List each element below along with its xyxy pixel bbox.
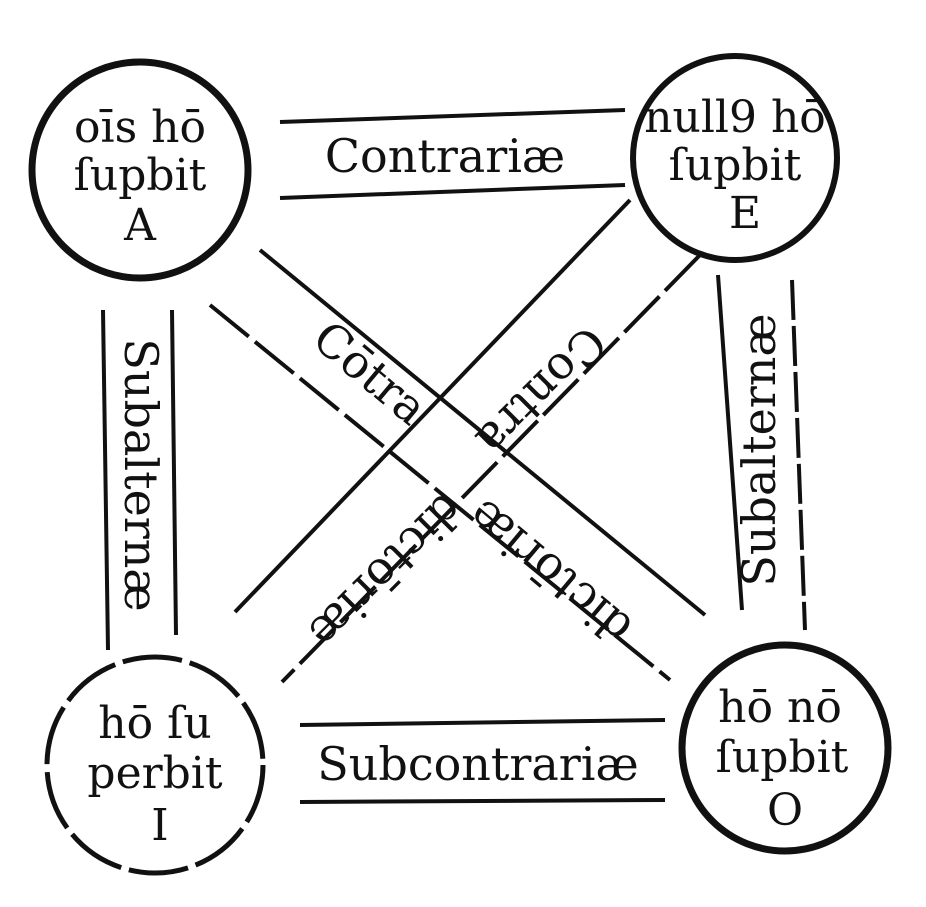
corner-e-line2: ſupbit [669, 140, 802, 191]
corner-a-line2: ſupbit [74, 150, 207, 201]
corner-e-line1: null9 hō [644, 92, 826, 143]
subcontrariae-label: Subcontrariæ [317, 737, 639, 791]
corner-a-text: oīs hō ſupbit A [74, 102, 207, 251]
subcontrariae-band: Subcontrariæ [299, 718, 666, 804]
corner-e-text: null9 hō ſupbit E [644, 92, 826, 239]
corner-i-circle [44, 654, 266, 876]
diag-a-o-label-1: Cōtra [303, 310, 438, 435]
corner-i-letter: I [151, 800, 168, 851]
diag-e-i-label-2: dictōriæ [298, 483, 475, 660]
corner-e-circle [630, 53, 840, 263]
corner-o-line1: hō nō [718, 682, 842, 733]
corner-o-line2: ſupbit [716, 732, 849, 783]
corner-a-circle [28, 58, 252, 282]
corner-e-letter: E [729, 188, 761, 239]
subalternae-left-label: Subalternæ [114, 338, 168, 611]
corner-o-circle [678, 641, 892, 855]
corner-a-line1: oīs hō [74, 102, 206, 153]
corner-i-line1: hō ſu [98, 698, 211, 749]
corner-o-text: hō nō ſupbit O [716, 682, 849, 836]
contrariae-label: Contrariæ [325, 129, 565, 183]
contradictoriae-diagonal-a-o: Cōtra dictōriæ [208, 248, 707, 682]
corner-a-letter: A [123, 200, 157, 251]
corner-o-letter: O [767, 785, 803, 836]
contrariae-band: Contrariæ [279, 108, 626, 200]
subalternae-right-band: Subalternæ [716, 274, 807, 631]
subalternae-right-label: Subalternæ [732, 313, 786, 586]
corner-i-line2: perbit [87, 748, 222, 799]
corner-i-text: hō ſu perbit I [87, 698, 222, 851]
subalternae-left-band: Subalternæ [101, 309, 178, 651]
diag-a-o-label-2: dictōriæ [457, 489, 642, 656]
diag-e-i-label-1: Contra [466, 316, 618, 468]
